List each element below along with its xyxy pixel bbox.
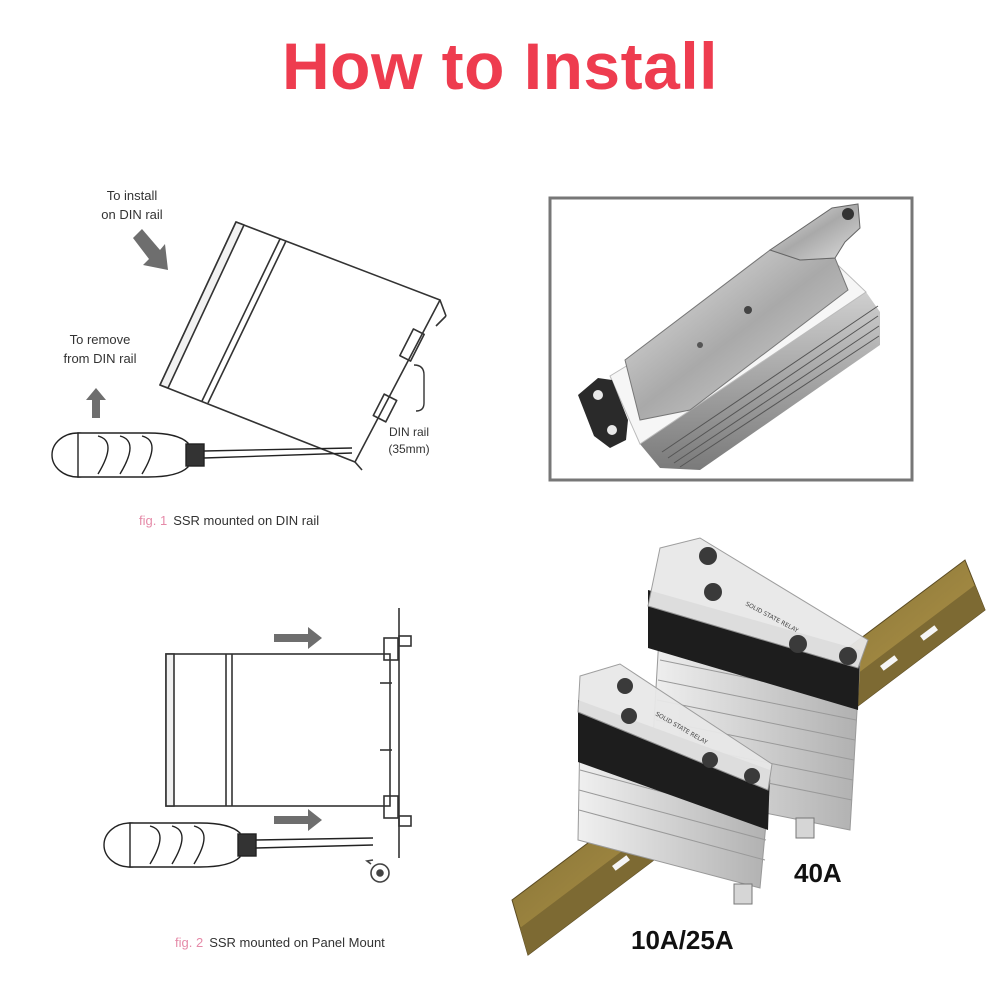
remove-arrow-icon (86, 388, 106, 418)
rotate-icon (365, 859, 390, 883)
heatsink (640, 292, 880, 470)
page-title: How to Install (282, 29, 718, 103)
screwdriver-icon-2 (103, 822, 374, 868)
fig2-caption: fig. 2 SSR mounted on Panel Mount (175, 935, 385, 950)
label-10a-25a: 10A/25A (631, 925, 734, 955)
din-rail-bracket (413, 364, 425, 412)
fig1-caption: fig. 1 SSR mounted on DIN rail (139, 513, 319, 528)
screwdriver-icon-1 (51, 432, 353, 478)
tilted-relay-outline (159, 221, 447, 471)
install-arrow-icon (133, 229, 168, 270)
remove-label: To remove from DIN rail (63, 332, 137, 366)
label-40a: 40A (794, 858, 842, 888)
relay-10a-25a (577, 663, 773, 905)
fig2-caption-text: SSR mounted on Panel Mount (209, 935, 385, 950)
slide-arrow-icon (274, 809, 322, 831)
din-rail-label: DIN rail (35mm) (388, 425, 430, 456)
install-label: To install on DIN rail (101, 188, 163, 222)
fig1-number: fig. 1 (139, 513, 168, 528)
fig1-caption-text: SSR mounted on DIN rail (173, 513, 320, 528)
fig2-number: fig. 2 (175, 935, 204, 950)
push-arrow-icon (274, 627, 322, 649)
panel-relay-outline (165, 635, 412, 827)
